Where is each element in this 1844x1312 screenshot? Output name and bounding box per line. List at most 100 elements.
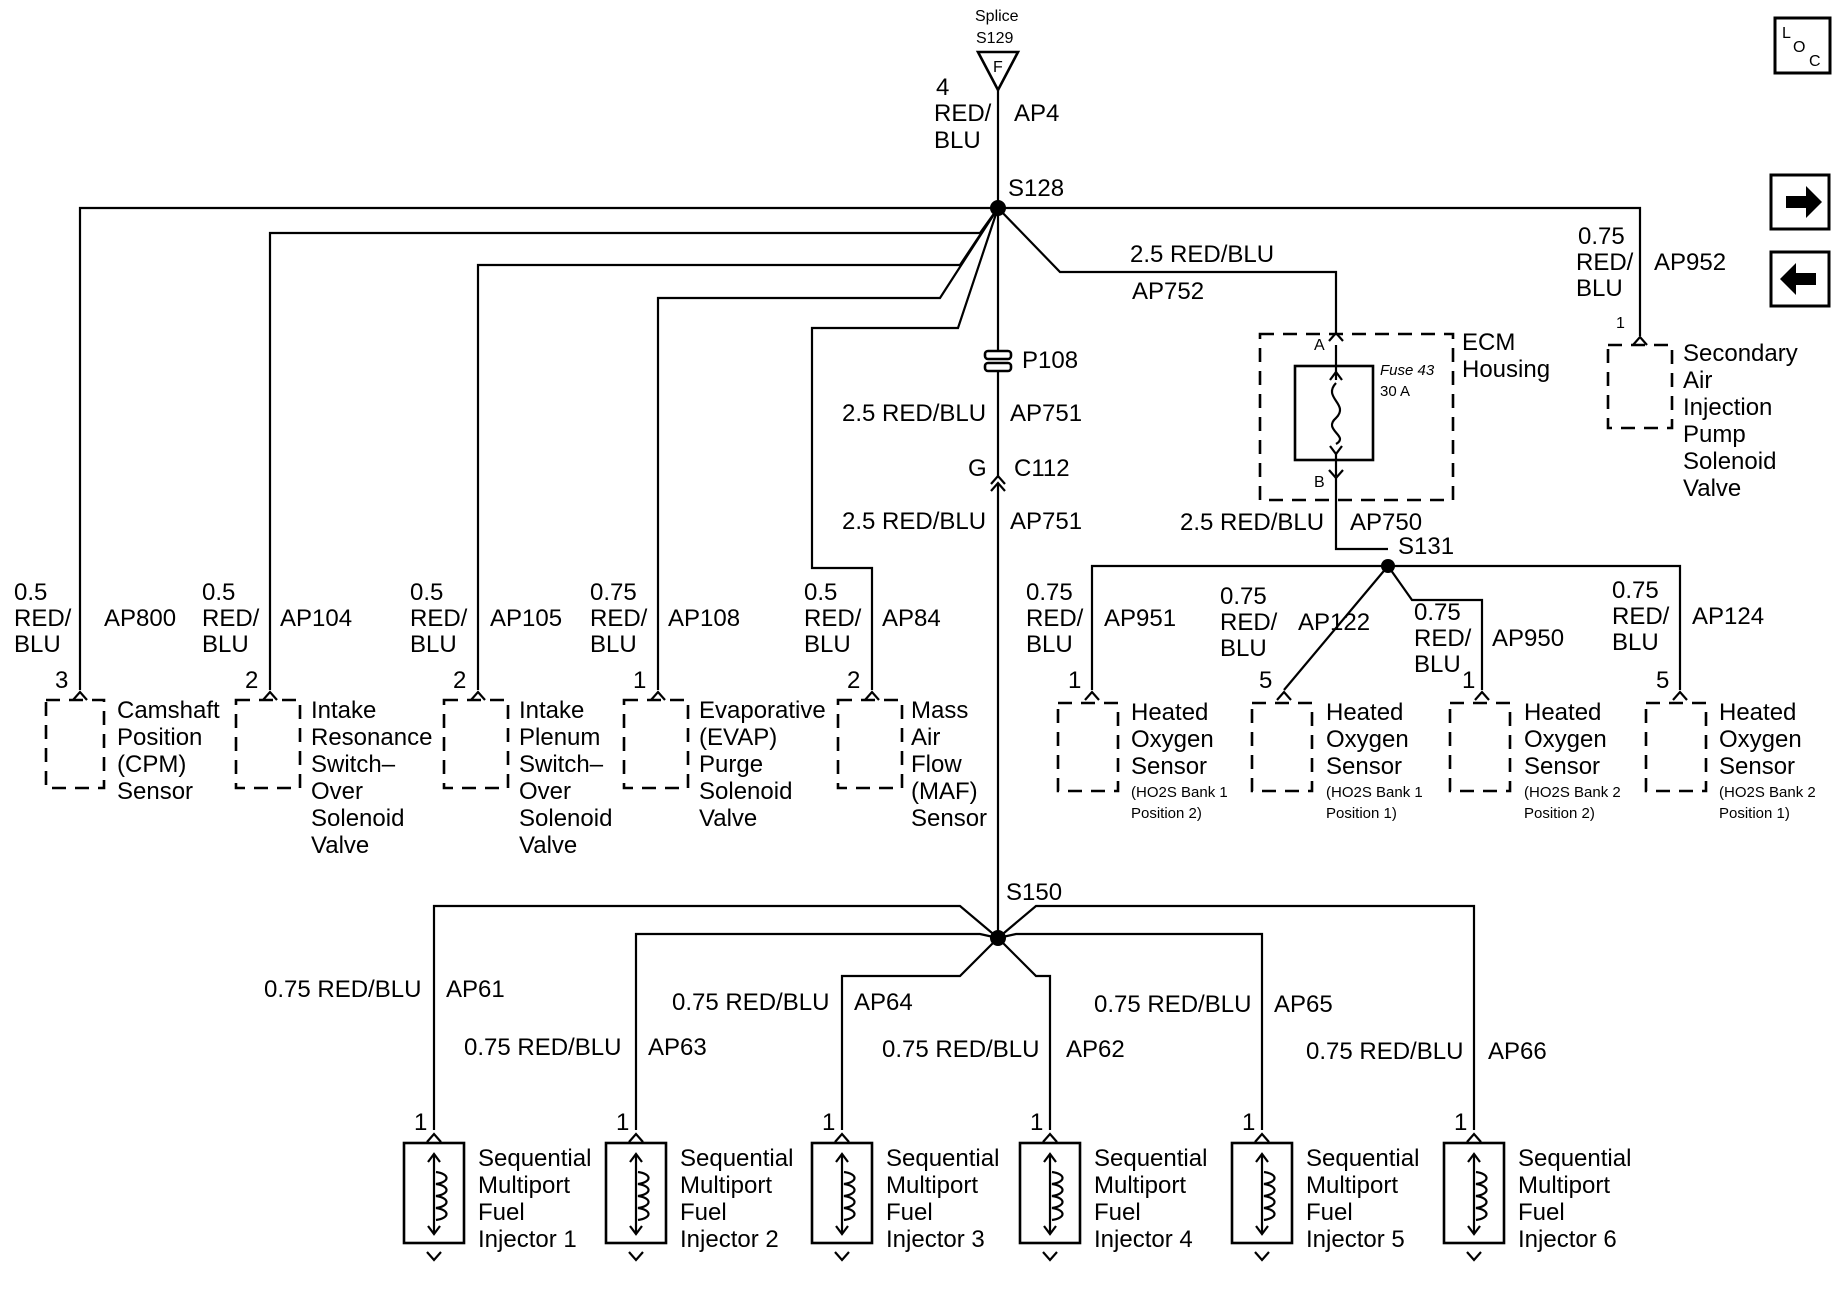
left-components: 0.5RED/BLUAP8003CamshaftPosition(CPM)Sen… [14,579,987,859]
injector-name-line: Injector 6 [1518,1226,1617,1253]
wire-ap66 [997,904,1476,1130]
s128-branches [78,206,1642,690]
trunk-lower-label: 2.5 RED/BLU [842,508,986,535]
arrow-down-icon [835,1225,849,1236]
wire-ap65 [997,932,1264,1130]
arrow-down-icon [1255,1225,1269,1236]
arrow-down-icon [1043,1225,1057,1236]
trunk-upper-label: 2.5 RED/BLU [842,400,986,427]
sensor-name-line: Oxygen [1326,726,1409,753]
connector-chevron [864,690,880,701]
ecm-housing: A ECM Housing Fuse 43 30 A B [1258,329,1550,502]
component-name-line: Position [117,724,202,751]
component-name-line: (CPM) [117,751,186,778]
coil-icon [1475,1170,1488,1222]
wire-label: 0.75 RED/BLU [1306,1038,1463,1065]
injector-name-line: Sequential [680,1145,793,1172]
injector-name-line: Fuel [478,1199,525,1226]
sensor-detail-line: (HO2S Bank 1 [1131,784,1228,801]
circuit-label: AP65 [1274,991,1333,1018]
component-name-line: Sensor [117,778,193,805]
component-name-line: Purge [699,751,763,778]
connector-chevron [834,1132,850,1143]
wire-ap61 [432,904,999,1130]
injector-name-line: Multiport [680,1172,772,1199]
component-name-line: Resonance [311,724,432,751]
secondary-air-gauge: 0.75 [1578,223,1625,250]
location-button[interactable]: L O C [1773,16,1832,75]
sensor-name-line: Sensor [1326,753,1402,780]
wire-gauge: 0.5 [410,579,443,606]
wire-ap108 [656,207,999,690]
arrow-down-icon [1467,1225,1481,1236]
injector-name-line: Fuel [1518,1199,1565,1226]
splice-triangle [975,50,1021,93]
wire-ap951 [1090,564,1388,690]
component-box [622,698,690,790]
s131-branches [1090,564,1682,691]
sensor-box [1644,701,1708,793]
injector-name-line: Sequential [478,1145,591,1172]
p108-label: P108 [1022,347,1078,374]
pin-number: 1 [1068,667,1081,694]
connector-chevron [426,1132,442,1143]
o2-sensors: 0.75RED/BLUAP9511HeatedOxygenSensor(HO2S… [1026,577,1816,822]
component-name-line: Switch– [519,751,604,778]
injector-box [1018,1141,1082,1245]
circuit-label: AP66 [1488,1038,1547,1065]
secondary-air-name-2: Air [1683,367,1712,394]
component-name-line: Valve [699,805,757,832]
loc-letter-l: L [1782,25,1791,42]
o2-sensor-ap951: 0.75RED/BLUAP9511HeatedOxygenSensor(HO2S… [1026,579,1228,822]
wire-ap122 [1283,565,1389,691]
wire-ap124 [1388,564,1682,690]
sensor-name-line: Sensor [1131,753,1207,780]
component-ap104: 0.5RED/BLUAP1042IntakeResonanceSwitch–Ov… [202,579,432,859]
connector-chevron [72,690,88,701]
injector-name-line: Injector 3 [886,1226,985,1253]
fuse-arrow-down [1329,445,1343,456]
ecm-housing-line-2: Housing [1462,356,1550,383]
secondary-air-name-1: Secondary [1683,340,1798,367]
ecm-out-label: 2.5 RED/BLU [1180,509,1324,536]
wire-ap952 [998,206,1642,336]
connector-chevron [1254,1132,1270,1143]
sensor-name-line: Heated [1131,699,1208,726]
ecm-housing-box [1258,332,1455,502]
circuit-label: AP64 [854,989,913,1016]
ecm-out-circuit: AP750 [1350,509,1422,536]
pin-number: 1 [1242,1109,1255,1136]
c112-chevron-upper [990,474,1006,485]
connector-chevron [1276,690,1292,701]
coil-icon [1051,1170,1064,1222]
component-name-line: Over [519,778,571,805]
wire-ap800 [78,206,998,690]
coil-icon [1263,1170,1276,1222]
component-box [442,698,510,790]
next-page-button[interactable] [1769,173,1831,231]
sensor-box [1250,701,1314,793]
fuse-element-icon [1330,382,1342,445]
fuse-label-2: 30 A [1380,383,1410,400]
secondary-air-circuit: AP952 [1654,249,1726,276]
sensor-detail-line: Position 2) [1524,805,1595,822]
wire-ap84 [810,207,1000,690]
prev-page-button[interactable] [1769,250,1831,308]
component-name-line: Camshaft [117,697,220,724]
sensor-name-line: Oxygen [1524,726,1607,753]
circuit-label: AP62 [1066,1036,1125,1063]
wire-gauge: 0.5 [804,579,837,606]
component-name-line: (EVAP) [699,724,777,751]
coil-icon [843,1170,856,1222]
ground-chevron [1042,1251,1058,1262]
connector-chevron [1466,1132,1482,1143]
ecm-feed-circuit: AP752 [1132,278,1204,305]
ground-chevron [426,1251,442,1262]
sensor-name-line: Sensor [1719,753,1795,780]
component-name-line: Valve [311,832,369,859]
injector-name-line: Sequential [1094,1145,1207,1172]
circuit-label: AP104 [280,605,352,632]
